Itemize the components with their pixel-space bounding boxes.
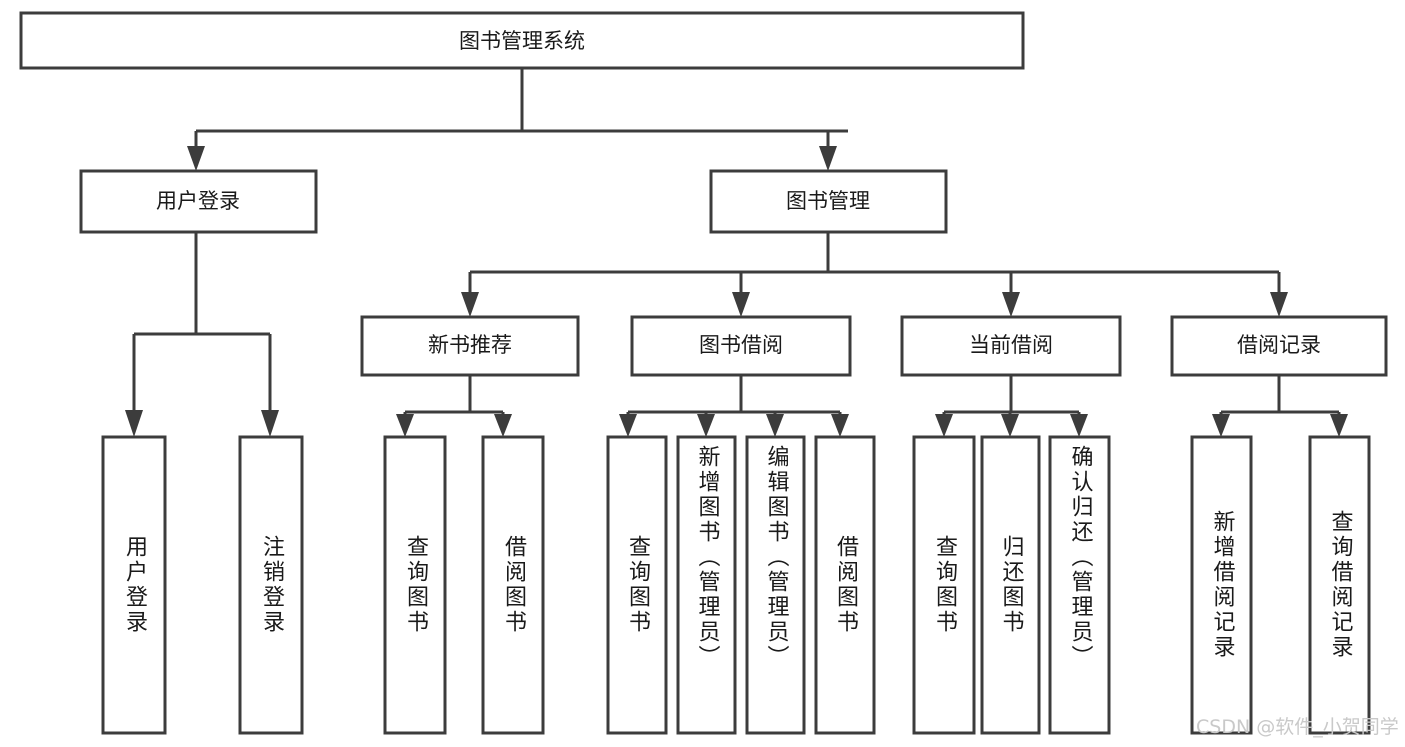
- node-leaf-borrow-book-box[interactable]: [814, 435, 876, 735]
- node-root[interactable]: 图书管理系统: [19, 11, 1025, 70]
- node-new-book-recommend-label: 新书推荐: [428, 333, 512, 357]
- connector-book-management-to-level3: [461, 232, 1288, 317]
- arrow-head-icon: [187, 146, 205, 171]
- node-leaf-query-book-rec-box[interactable]: [383, 435, 447, 735]
- node-borrow-record-label: 借阅记录: [1237, 333, 1321, 357]
- connector-new-book-recommend-to-leaves: [396, 375, 512, 437]
- watermark-text: CSDN @软件_小贺同学: [1196, 716, 1399, 738]
- node-leaf-return-book-box[interactable]: [980, 435, 1041, 735]
- node-leaf-logout-box[interactable]: [238, 435, 304, 735]
- node-leaf-user-login-box[interactable]: [101, 435, 167, 735]
- node-leaf-confirm-return-box[interactable]: [1048, 435, 1111, 735]
- node-leaf-edit-book-box[interactable]: [745, 435, 806, 735]
- connector-current-borrow-to-leaves: [935, 375, 1088, 437]
- node-current-borrow-box[interactable]: [900, 315, 1122, 377]
- node-new-book-recommend[interactable]: 新书推荐: [360, 315, 580, 377]
- node-leaf-borrow-book-rec-box[interactable]: [481, 435, 545, 735]
- node-book-management-box[interactable]: [709, 169, 948, 234]
- node-root-box[interactable]: [19, 11, 1025, 70]
- node-user-login-label: 用户登录: [156, 189, 240, 213]
- node-leaf-add-record-box[interactable]: [1190, 435, 1253, 735]
- node-book-management[interactable]: 图书管理: [709, 169, 948, 234]
- connector-borrow-record-to-leaves: [1212, 375, 1348, 437]
- node-root-label: 图书管理系统: [459, 29, 585, 53]
- node-book-management-label: 图书管理: [786, 189, 870, 213]
- node-leaf-add-book-box[interactable]: [676, 435, 737, 735]
- node-book-borrow-box[interactable]: [630, 315, 852, 377]
- arrow-head-icon: [819, 146, 837, 171]
- connector-book-borrow-to-leaves: [619, 375, 849, 437]
- node-current-borrow[interactable]: 当前借阅: [900, 315, 1122, 377]
- node-leaf-query-record-box[interactable]: [1308, 435, 1371, 735]
- node-book-borrow[interactable]: 图书借阅: [630, 315, 852, 377]
- node-user-login[interactable]: 用户登录: [79, 169, 318, 234]
- connector-root-to-level2: [187, 68, 848, 171]
- node-current-borrow-label: 当前借阅: [969, 333, 1053, 357]
- node-leaf-query-book-borrow-box[interactable]: [606, 435, 668, 735]
- node-borrow-record-box[interactable]: [1170, 315, 1388, 377]
- connector-user-login-to-leaves: [125, 232, 279, 437]
- node-book-borrow-label: 图书借阅: [699, 333, 783, 357]
- node-borrow-record[interactable]: 借阅记录: [1170, 315, 1388, 377]
- node-new-book-recommend-box[interactable]: [360, 315, 580, 377]
- node-leaf-query-book-current-box[interactable]: [912, 435, 976, 735]
- node-user-login-box[interactable]: [79, 169, 318, 234]
